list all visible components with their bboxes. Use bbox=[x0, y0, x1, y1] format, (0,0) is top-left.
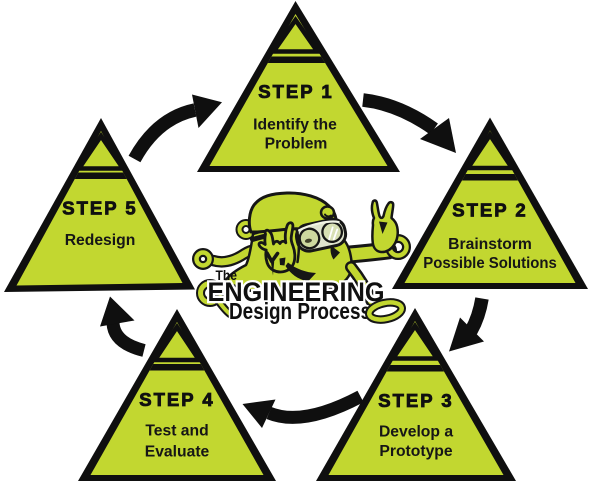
svg-text:STEP 4: STEP 4 bbox=[139, 389, 214, 410]
svg-text:Brainstorm: Brainstorm bbox=[448, 236, 532, 253]
svg-text:Test and: Test and bbox=[145, 423, 208, 440]
svg-text:Develop a: Develop a bbox=[379, 424, 453, 441]
svg-text:Possible Solutions: Possible Solutions bbox=[423, 255, 557, 272]
svg-text:STEP 1: STEP 1 bbox=[258, 81, 333, 102]
svg-text:STEP 3: STEP 3 bbox=[378, 390, 453, 411]
svg-text:Design Process: Design Process bbox=[229, 298, 371, 324]
svg-text:STEP 5: STEP 5 bbox=[62, 198, 137, 219]
svg-text:The: The bbox=[216, 268, 238, 283]
svg-text:Prototype: Prototype bbox=[379, 443, 452, 460]
svg-text:STEP 2: STEP 2 bbox=[452, 200, 527, 221]
svg-text:Identify the: Identify the bbox=[253, 117, 337, 134]
svg-text:Evaluate: Evaluate bbox=[145, 444, 210, 461]
svg-text:ENGINEERING: ENGINEERING bbox=[208, 277, 385, 307]
svg-text:Problem: Problem bbox=[265, 136, 328, 153]
svg-text:Redesign: Redesign bbox=[65, 232, 136, 249]
